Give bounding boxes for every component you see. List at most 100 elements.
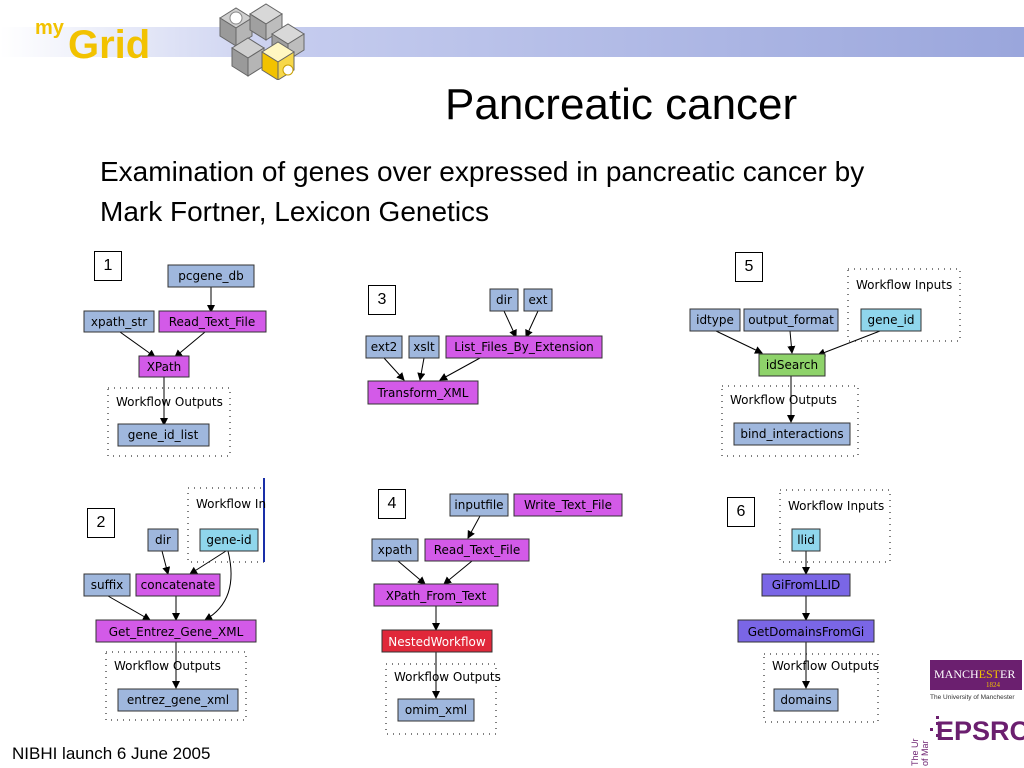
node-xpath[interactable]: XPath bbox=[138, 355, 190, 378]
svg-text:Read_Text_File: Read_Text_File bbox=[169, 315, 256, 329]
svg-text:gene_id_list: gene_id_list bbox=[128, 428, 199, 442]
node-omim-xml[interactable]: omim_xml bbox=[397, 698, 475, 722]
svg-text:gene-id: gene-id bbox=[206, 533, 251, 547]
output-group-box bbox=[107, 387, 231, 457]
node-dir[interactable]: dir bbox=[147, 528, 179, 552]
footer-text: NIBHI launch 6 June 2005 bbox=[12, 744, 211, 763]
node-domains[interactable]: domains bbox=[773, 688, 839, 712]
node-xpath-str[interactable]: xpath_str bbox=[83, 310, 155, 333]
node-gene-id-list[interactable]: gene_id_list bbox=[117, 423, 210, 447]
manchester-logo: MANCHESTER 1824 The University of Manche… bbox=[930, 660, 1022, 701]
workflow-number-6: 6 bbox=[727, 497, 755, 527]
node-suffix[interactable]: suffix bbox=[83, 573, 131, 597]
node-gifromllid[interactable]: GiFromLLID bbox=[761, 573, 851, 597]
svg-text:XPath_From_Text: XPath_From_Text bbox=[386, 589, 487, 603]
node-nested-workflow[interactable]: NestedWorkflow bbox=[381, 629, 493, 653]
svg-text:output_format: output_format bbox=[748, 313, 834, 327]
node-ext2[interactable]: ext2 bbox=[365, 335, 403, 359]
svg-text:List_Files_By_Extension: List_Files_By_Extension bbox=[454, 340, 594, 354]
node-pcgene-db[interactable]: pcgene_db bbox=[167, 264, 255, 288]
svg-text:omim_xml: omim_xml bbox=[405, 703, 467, 717]
svg-text:MANCHESTER: MANCHESTER bbox=[934, 667, 1015, 681]
svg-text:xpath: xpath bbox=[378, 543, 412, 557]
svg-text:Get_Entrez_Gene_XML: Get_Entrez_Gene_XML bbox=[109, 625, 244, 639]
cube-cluster-icon bbox=[219, 3, 305, 80]
epsrc-mark-icon bbox=[930, 716, 939, 737]
node-xslt[interactable]: xslt bbox=[408, 335, 440, 359]
svg-text:pcgene_db: pcgene_db bbox=[178, 269, 243, 283]
output-group-label: Workflow Outputs bbox=[114, 659, 221, 673]
svg-text:The University of Manchester: The University of Manchester bbox=[930, 694, 1015, 701]
svg-text:ext2: ext2 bbox=[371, 340, 398, 354]
input-group-label: Workflow Inputs bbox=[788, 499, 884, 513]
logo-my: my bbox=[35, 17, 65, 39]
output-group-box bbox=[763, 653, 879, 723]
workflow-number-1: 1 bbox=[94, 251, 122, 281]
slide-subtitle: Examination of genes over expressed in p… bbox=[100, 156, 865, 227]
output-group-box bbox=[105, 651, 247, 721]
svg-text:xpath_str: xpath_str bbox=[91, 315, 147, 329]
svg-text:concatenate: concatenate bbox=[141, 578, 216, 592]
svg-text:xslt: xslt bbox=[413, 340, 435, 354]
node-idsearch[interactable]: idSearch bbox=[758, 353, 826, 377]
node-list-files-by-extension[interactable]: List_Files_By_Extension bbox=[445, 335, 603, 359]
svg-text:domains: domains bbox=[780, 693, 831, 707]
input-group-label: Workflow In bbox=[196, 497, 266, 511]
svg-text:GiFromLLID: GiFromLLID bbox=[772, 578, 841, 592]
svg-text:Read_Text_File: Read_Text_File bbox=[434, 543, 521, 557]
node-gene-id[interactable]: gene_id bbox=[860, 308, 922, 332]
svg-text:suffix: suffix bbox=[91, 578, 124, 592]
node-concatenate[interactable]: concatenate bbox=[135, 573, 221, 597]
logo-grid: Grid bbox=[68, 23, 150, 67]
node-xpath-from-text[interactable]: XPath_From_Text bbox=[373, 583, 499, 607]
epsrc-logo: The Ur of Mar EPSRC bbox=[910, 716, 1024, 766]
output-group-label: Workflow Outputs bbox=[772, 659, 879, 673]
node-write-text-file[interactable]: Write_Text_File bbox=[513, 493, 623, 517]
node-gene-id[interactable]: gene-id bbox=[199, 528, 259, 552]
svg-text:EPSRC: EPSRC bbox=[936, 716, 1024, 746]
svg-text:dir: dir bbox=[496, 293, 512, 307]
input-group-label: Workflow Inputs bbox=[856, 278, 952, 292]
workflow-number-2: 2 bbox=[87, 508, 115, 538]
svg-text:Write_Text_File: Write_Text_File bbox=[524, 498, 612, 512]
input-group-box bbox=[779, 489, 891, 563]
node-transform-xml[interactable]: Transform_XML bbox=[367, 380, 479, 405]
node-bind-interactions[interactable]: bind_interactions bbox=[733, 422, 851, 446]
svg-text:bind_interactions: bind_interactions bbox=[740, 427, 843, 441]
svg-text:inputfile: inputfile bbox=[454, 498, 503, 512]
svg-text:llid: llid bbox=[797, 533, 815, 547]
output-group-label: Workflow Outputs bbox=[116, 395, 223, 409]
output-group-box bbox=[385, 663, 497, 735]
svg-text:1824: 1824 bbox=[986, 681, 1001, 689]
workflow-1: Workflow Outputs pcgene_db xpath_str Rea… bbox=[83, 264, 267, 457]
workflow-4: Workflow Outputs inputfile Write_Text_Fi… bbox=[371, 493, 623, 735]
workflow-6: Workflow Inputs Workflow Outputs llid Gi… bbox=[737, 489, 891, 723]
input-group-box bbox=[847, 268, 961, 342]
svg-text:entrez_gene_xml: entrez_gene_xml bbox=[127, 693, 229, 707]
node-xpath[interactable]: xpath bbox=[371, 538, 419, 562]
svg-text:NestedWorkflow: NestedWorkflow bbox=[388, 635, 486, 649]
svg-text:gene_id: gene_id bbox=[868, 313, 915, 327]
node-getdomainsfromgi[interactable]: GetDomainsFromGi bbox=[737, 619, 875, 643]
workflow-number-4: 4 bbox=[378, 489, 406, 519]
node-get-entrez-gene-xml[interactable]: Get_Entrez_Gene_XML bbox=[95, 619, 257, 643]
workflow-2: Workflow In Workflow Outputs dir gene-id… bbox=[83, 478, 266, 721]
node-llid[interactable]: llid bbox=[791, 528, 821, 552]
workflow-number-3: 3 bbox=[368, 285, 396, 315]
workflow-5: Workflow Inputs Workflow Outputs idtype … bbox=[689, 268, 961, 457]
svg-text:idtype: idtype bbox=[696, 313, 734, 327]
node-entrez-gene-xml[interactable]: entrez_gene_xml bbox=[117, 688, 239, 712]
node-read-text-file[interactable]: Read_Text_File bbox=[158, 310, 267, 333]
node-inputfile[interactable]: inputfile bbox=[449, 493, 509, 517]
svg-text:dir: dir bbox=[155, 533, 171, 547]
workflow-3: dir ext ext2 xslt List_Files_By_Extensio… bbox=[365, 288, 603, 405]
node-read-text-file[interactable]: Read_Text_File bbox=[424, 538, 530, 562]
svg-text:XPath: XPath bbox=[147, 360, 182, 374]
output-group-label: Workflow Outputs bbox=[394, 670, 501, 684]
node-ext[interactable]: ext bbox=[523, 288, 553, 312]
svg-text:GetDomainsFromGi: GetDomainsFromGi bbox=[748, 625, 865, 639]
node-idtype[interactable]: idtype bbox=[689, 308, 741, 332]
node-output-format[interactable]: output_format bbox=[743, 308, 839, 332]
node-dir[interactable]: dir bbox=[489, 288, 519, 312]
